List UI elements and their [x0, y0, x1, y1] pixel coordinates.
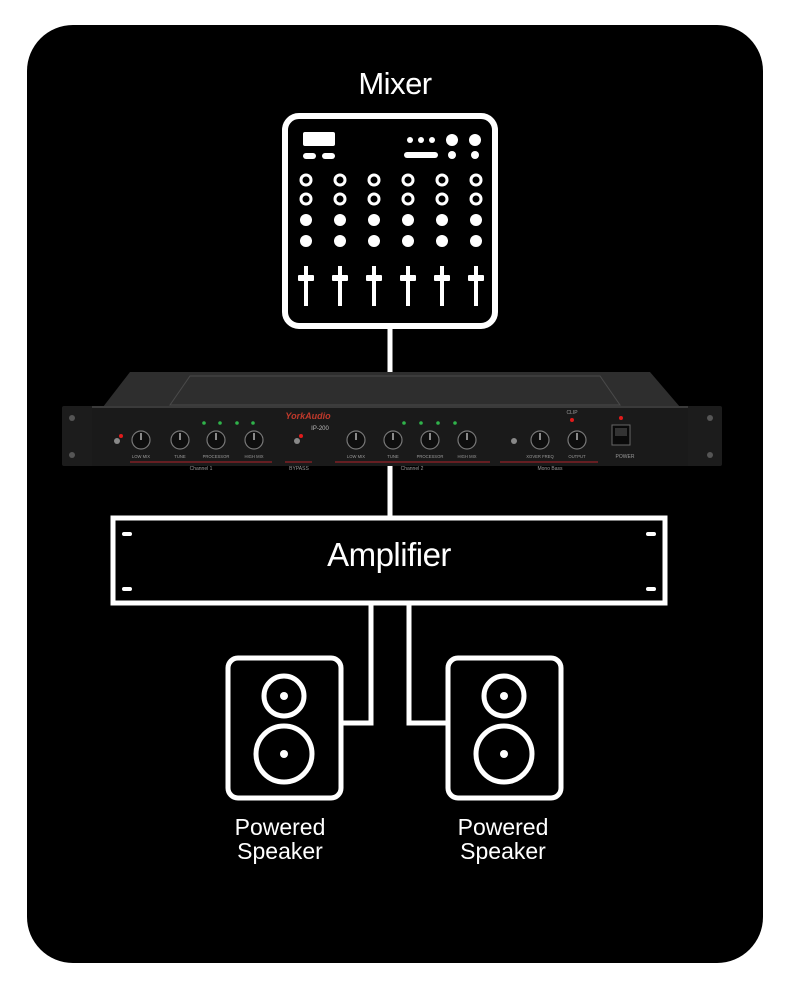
- processor-knob[interactable]: HIGH MIX: [457, 430, 477, 459]
- indicator-led: [202, 421, 206, 425]
- speaker-label-line1: Powered: [457, 814, 549, 840]
- knob-label: OUTPUT: [568, 454, 586, 459]
- speaker-label-right: Powered Speaker: [418, 815, 588, 863]
- processor-knob[interactable]: LOW MIX: [346, 430, 366, 459]
- mixer-channel-strip: [298, 173, 314, 306]
- section-label-bypass: BYPASS: [289, 466, 309, 472]
- processor-knob[interactable]: LOW MIX: [131, 430, 151, 459]
- speaker-icon: [445, 655, 564, 801]
- mixer-channel-strip: [434, 173, 450, 306]
- mixer-icon: [282, 113, 498, 329]
- indicator-led: [436, 421, 440, 425]
- knob-label: HIGH MIX: [244, 454, 263, 459]
- amplifier-to-right-speaker-line: [406, 603, 447, 726]
- knob-label: XOVER FREQ: [526, 454, 554, 459]
- mixer-channel-strip: [332, 173, 348, 306]
- knob-label: LOW MIX: [347, 454, 365, 459]
- speaker-label-line2: Speaker: [460, 838, 546, 864]
- knob-label: PROCESSOR: [417, 454, 444, 459]
- power-led: [619, 416, 623, 420]
- power-label: POWER: [616, 454, 635, 460]
- indicator-led: [402, 421, 406, 425]
- mixer-title: Mixer: [358, 66, 432, 101]
- knob-label: HIGH MIX: [457, 454, 476, 459]
- section-label-mono-bass: Mono Bass: [537, 466, 563, 472]
- indicator-led: [419, 421, 423, 425]
- processor-knob[interactable]: XOVER FREQ: [526, 430, 554, 459]
- indicator-led: [453, 421, 457, 425]
- processor-knob[interactable]: OUTPUT: [567, 430, 587, 459]
- brand-logo: YorkAudio: [285, 411, 331, 421]
- processor-knob[interactable]: PROCESSOR: [203, 430, 230, 459]
- processor-knob[interactable]: TUNE: [383, 430, 403, 459]
- knob-label: TUNE: [174, 454, 186, 459]
- indicator-led: [235, 421, 239, 425]
- mixer-channel-strip: [366, 173, 382, 306]
- mixer-channel-strip: [400, 173, 416, 306]
- processor-knob[interactable]: TUNE: [170, 430, 190, 459]
- model-label: IP-200: [311, 426, 329, 432]
- clip-led: [570, 418, 574, 422]
- section-label-channel-1: Channel 1: [190, 466, 213, 472]
- clip-label: CLIP: [566, 410, 578, 416]
- amplifier-label: Amplifier: [327, 536, 451, 573]
- processor-knob[interactable]: HIGH MIX: [244, 430, 264, 459]
- indicator-led: [251, 421, 255, 425]
- knob-label: TUNE: [387, 454, 399, 459]
- connection-lines: [343, 326, 447, 726]
- amplifier-to-left-speaker-line: [343, 603, 374, 726]
- amplifier-box: [110, 515, 668, 606]
- processor-knob[interactable]: PROCESSOR: [417, 430, 444, 459]
- speaker-label-line2: Speaker: [237, 838, 323, 864]
- speaker-label-line1: Powered: [234, 814, 326, 840]
- knob-label: PROCESSOR: [203, 454, 230, 459]
- processor-unit: LOW MIX TUNE PROCESSOR HIGH MIX LOW MIX TUNE P…: [62, 372, 722, 472]
- section-label-channel-2: Channel 2: [401, 466, 424, 472]
- speaker-label-left: Powered Speaker: [195, 815, 365, 863]
- mixer-channel-strip: [468, 173, 484, 306]
- indicator-led: [218, 421, 222, 425]
- speaker-icon: [225, 655, 344, 801]
- knob-label: LOW MIX: [132, 454, 150, 459]
